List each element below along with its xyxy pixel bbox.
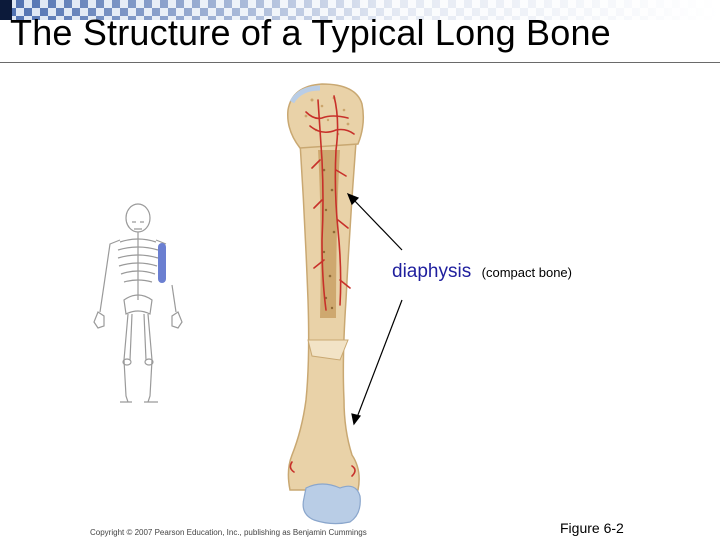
diaphysis-label: diaphysis (compact bone)	[392, 261, 572, 283]
figure-number: Figure 6-2	[560, 520, 624, 536]
label-term: diaphysis	[392, 261, 472, 282]
checker-pattern	[0, 0, 720, 20]
skeleton-illustration	[93, 203, 183, 403]
title-divider	[0, 62, 720, 63]
label-arrows	[346, 192, 403, 426]
copyright-notice: Copyright © 2007 Pearson Education, Inc.…	[90, 528, 367, 537]
slide-title: The Structure of a Typical Long Bone	[10, 12, 611, 53]
long-bone	[287, 83, 365, 525]
highlighted-humerus	[158, 243, 166, 283]
label-note: (compact bone)	[481, 265, 572, 280]
